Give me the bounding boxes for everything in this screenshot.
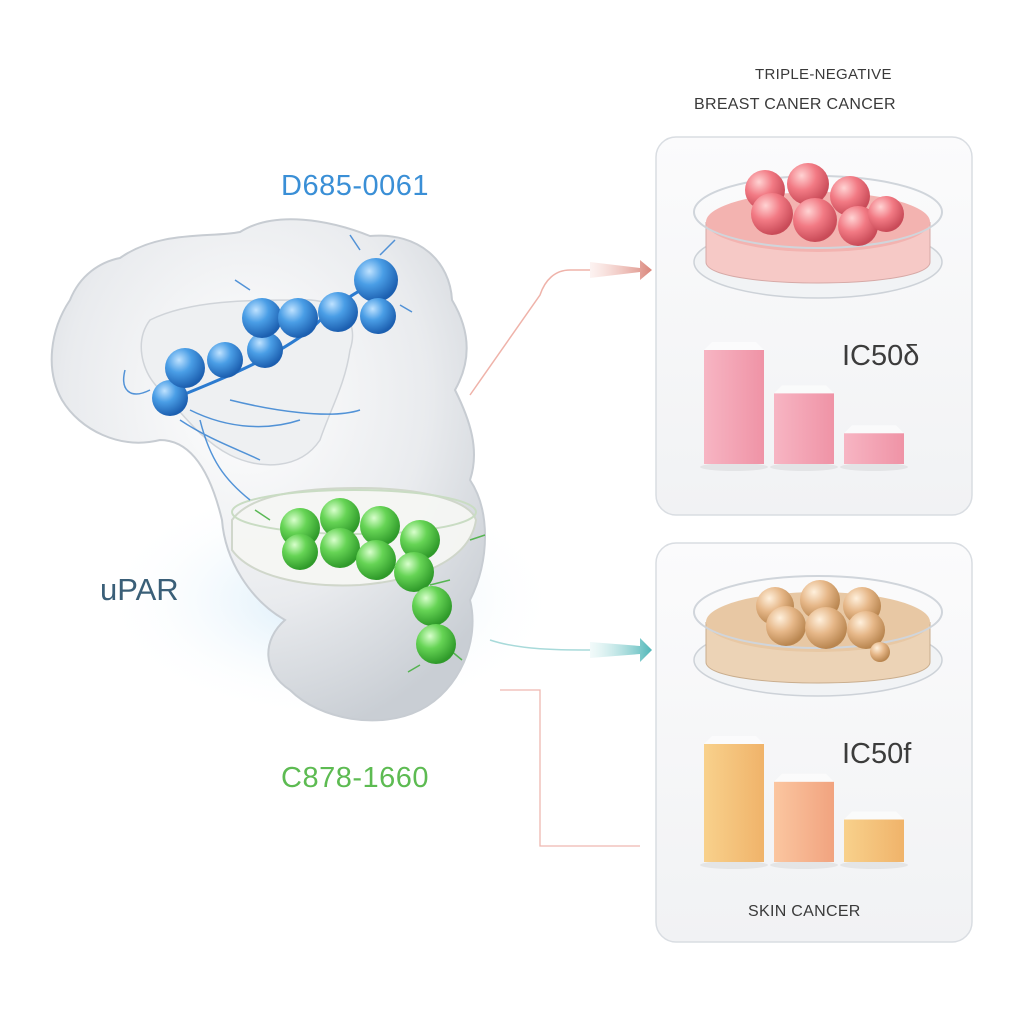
breast-cancer-title-line1: TRIPLE-NEGATIVE [755, 66, 892, 83]
bar-chart-bottom [700, 736, 908, 869]
top-bar-2 [770, 385, 838, 471]
bottom-bar-2 [770, 773, 838, 869]
compound-c878-1660-label: C878-1660 [281, 762, 429, 794]
ic50-label-top: IC50δ [842, 340, 920, 372]
bottom-bar-1 [700, 736, 768, 869]
compound-green-molecule [254, 498, 486, 673]
petri-dish-tan [693, 575, 943, 697]
skin-cancer-title: SKIN CANCER [748, 903, 861, 920]
compound-d685-0061-label: D685-0061 [281, 170, 429, 202]
arrow-to-breast-cancer [469, 260, 652, 396]
top-bar-1 [700, 342, 768, 471]
protein-label: uPAR [100, 572, 179, 607]
breast-cancer-title-line2: BREAST CANER CANCER [694, 96, 896, 113]
compound-blue-molecule [123, 234, 413, 501]
top-bar-3 [840, 425, 908, 471]
ic50-label-bottom: IC50f [842, 738, 912, 770]
bar-chart-top [700, 342, 908, 471]
upar-protein-surface [50, 218, 560, 722]
panel-skin-cancer [655, 542, 973, 943]
arrow-to-skin-cancer [489, 638, 652, 847]
petri-dish-pink [693, 163, 943, 299]
panel-breast-cancer [655, 136, 973, 516]
bottom-bar-3 [840, 811, 908, 869]
